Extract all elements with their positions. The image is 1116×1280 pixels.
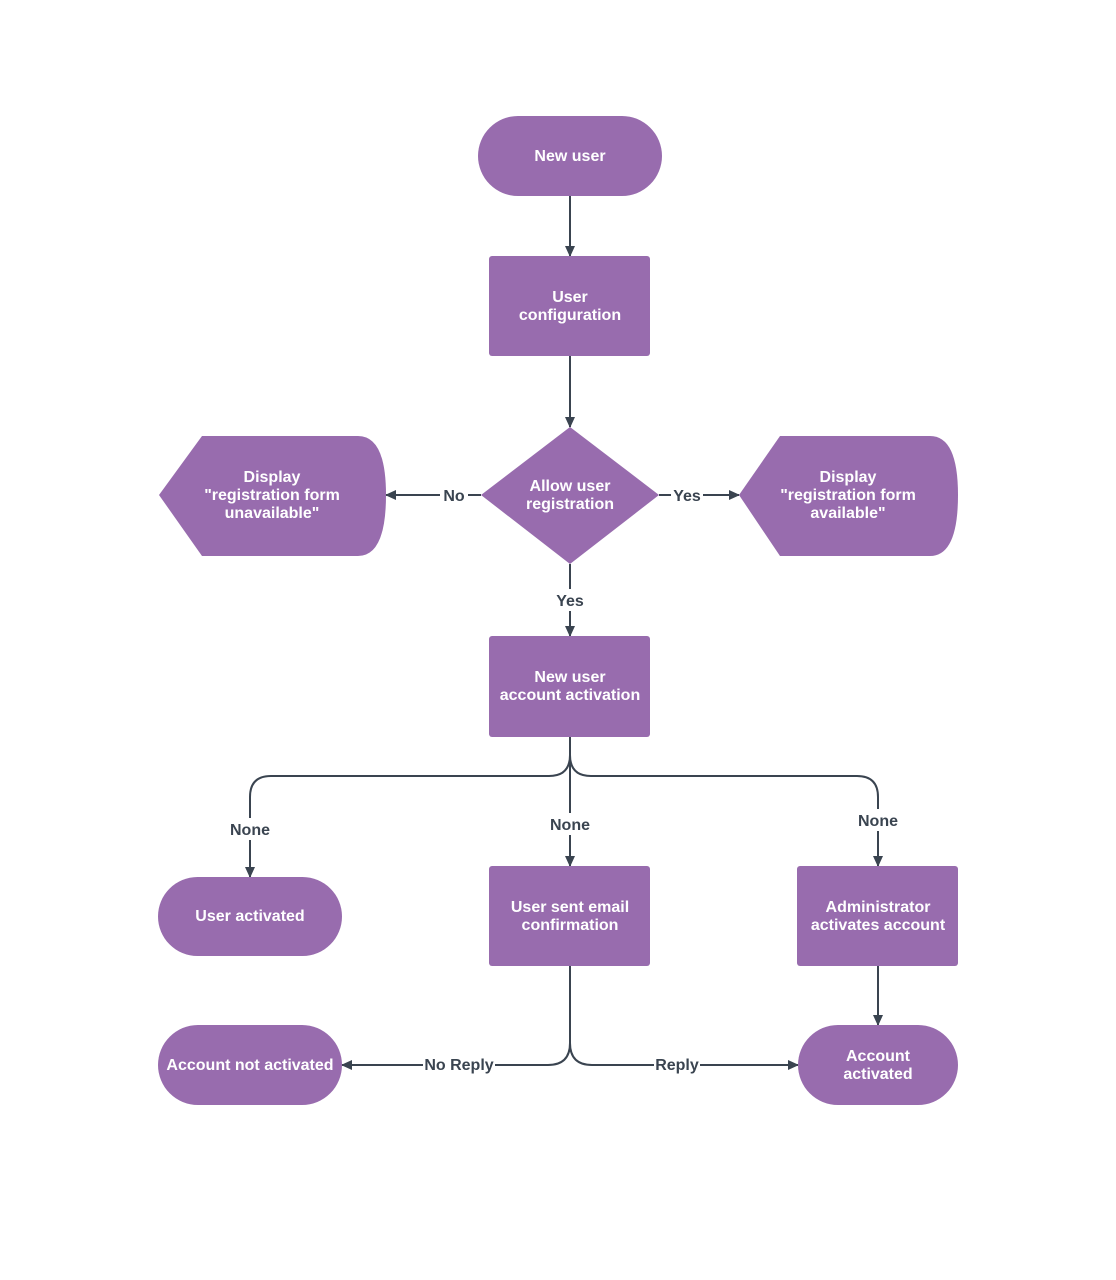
node-label-line: configuration [519, 307, 621, 324]
svg-text:None: None [230, 822, 270, 839]
svg-text:No Reply: No Reply [424, 1057, 493, 1074]
node-label-line: "registration form [780, 487, 916, 504]
svg-text:Account not activated: Account not activated [166, 1057, 333, 1074]
edge-label-none-right: None [855, 809, 901, 831]
node-label-line: Display [244, 469, 301, 486]
edge-email-to-not-activated [341, 966, 571, 1070]
node-label-line: "registration form [204, 487, 340, 504]
svg-text:User activated: User activated [195, 908, 304, 925]
node-label-line: New user [534, 148, 605, 165]
svg-text:No: No [443, 488, 465, 505]
edge-label-no-reply: No Reply [423, 1054, 495, 1076]
node-label-line: New user [534, 669, 605, 686]
node-label-line: User activated [195, 908, 304, 925]
edge-label-no: No [440, 484, 468, 506]
svg-text:None: None [858, 813, 898, 830]
node-label-line: Allow user [530, 478, 611, 495]
edge-activation-to-user-activated [245, 737, 571, 878]
node-user-activated[interactable]: User activated [158, 877, 342, 956]
svg-text:Reply: Reply [655, 1057, 699, 1074]
node-label-line: User [552, 289, 588, 306]
node-label-line: available" [810, 505, 885, 522]
node-label-line: unavailable" [225, 505, 320, 522]
node-label-line: Account not activated [166, 1057, 333, 1074]
svg-text:Yes: Yes [556, 593, 584, 610]
svg-text:Yes: Yes [673, 488, 701, 505]
edge-email-to-activated [569, 966, 799, 1070]
node-label-line: account activation [500, 687, 640, 704]
node-label-line: activated [843, 1066, 912, 1083]
node-label-line: Display [820, 469, 877, 486]
svg-text:None: None [550, 817, 590, 834]
edge-label-none-center: None [547, 813, 593, 835]
node-account-not-activated[interactable]: Account not activated [158, 1025, 342, 1105]
edge-label-yes-right: Yes [671, 484, 703, 506]
svg-text:New user: New user [534, 148, 605, 165]
node-label-line: Account [846, 1048, 911, 1065]
edge-label-yes-down: Yes [553, 589, 587, 611]
node-label-line: activates account [811, 917, 946, 934]
node-label-line: Administrator [826, 899, 931, 916]
node-label-line: confirmation [522, 917, 619, 934]
edge-label-reply: Reply [654, 1054, 700, 1076]
node-label-line: User sent email [511, 899, 629, 916]
edge-label-none-left: None [227, 818, 273, 840]
edge-activation-to-admin [569, 737, 883, 867]
node-label-line: registration [526, 496, 614, 513]
node-new-user[interactable]: New user [478, 116, 662, 196]
